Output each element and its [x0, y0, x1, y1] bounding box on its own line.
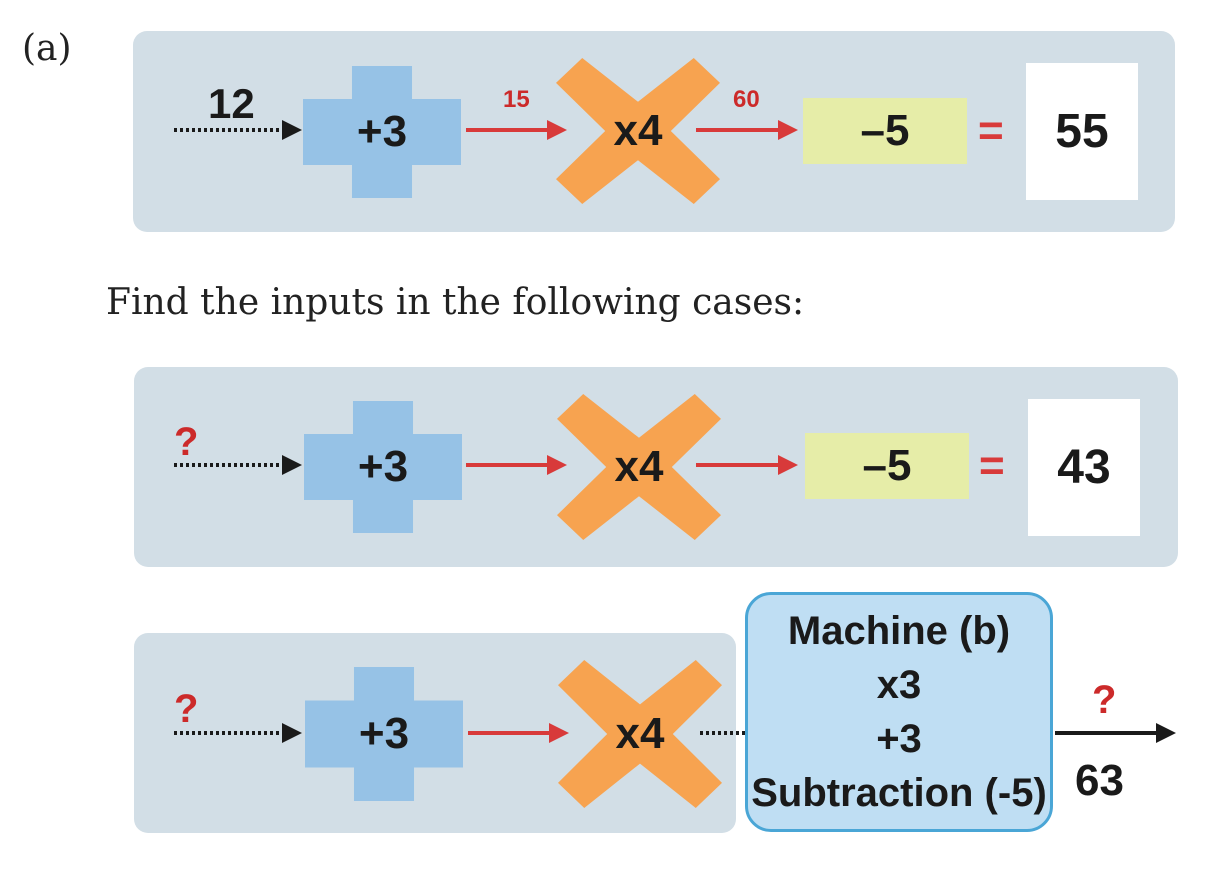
machine-b-step-multiply: x3: [876, 663, 922, 707]
output-value: 63: [1075, 756, 1124, 805]
result-value: 43: [1057, 441, 1111, 494]
instruction-text: Find the inputs in the following cases:: [106, 282, 805, 323]
intermediate-value-15: 15: [503, 86, 530, 113]
part-label: (a): [22, 28, 72, 69]
result-value: 55: [1055, 105, 1109, 158]
subtract-5-label: –5: [860, 106, 910, 155]
add-3-label: +3: [358, 709, 410, 758]
input-value: 12: [208, 80, 255, 127]
subtract-5-label: –5: [862, 441, 912, 490]
subtract-5-operation: –5: [805, 433, 969, 499]
unknown-input-question-mark: ?: [174, 687, 199, 731]
result-box: 43: [1028, 399, 1140, 536]
multiply-4-label: x4: [613, 106, 663, 155]
unknown-input-question-mark: ?: [174, 420, 199, 464]
machine-b-step-add: +3: [876, 717, 922, 761]
equals-sign: =: [979, 441, 1005, 490]
add-3-label: +3: [356, 107, 408, 156]
machine-b-title: Machine (b): [787, 609, 1011, 653]
output-question-mark: ?: [1092, 678, 1117, 722]
multiply-4-label: x4: [615, 709, 665, 758]
add-3-label: +3: [357, 442, 409, 491]
machine-b-box: Machine (b) x3 +3 Subtraction (-5): [745, 592, 1053, 832]
intermediate-value-60: 60: [733, 86, 760, 113]
equals-sign: =: [978, 106, 1004, 155]
multiply-4-label: x4: [614, 442, 664, 491]
machine-b-step-subtract: Subtraction (-5): [751, 771, 1047, 815]
subtract-5-operation: –5: [803, 98, 967, 164]
result-box: 55: [1026, 63, 1138, 200]
